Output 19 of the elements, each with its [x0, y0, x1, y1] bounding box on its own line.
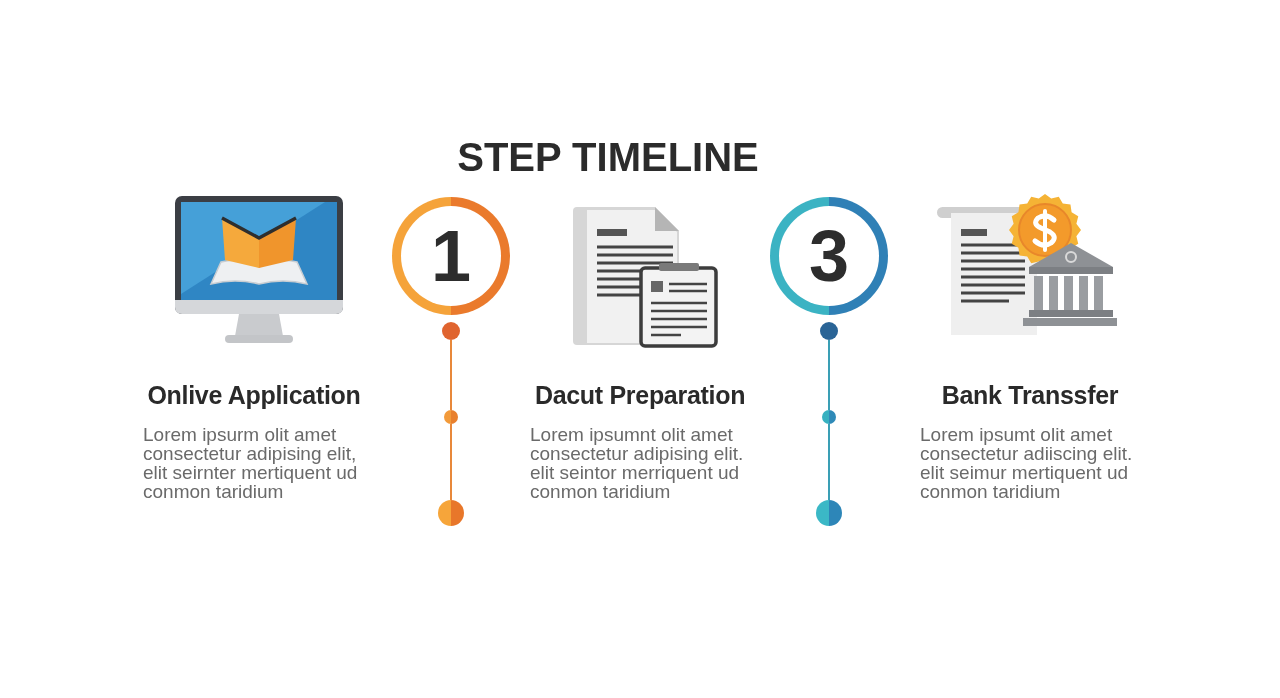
timeline-connector: [450, 339, 452, 411]
step-heading: Bank Transsfer: [940, 380, 1120, 410]
step-number: 3: [808, 220, 849, 292]
step-number: 1: [430, 220, 471, 292]
timeline-dot: [442, 322, 460, 340]
step-heading: Onlive Application: [146, 380, 362, 410]
step-description: Lorem ipsumnt olit amet consectetur adipising elit. elit seintor merriquent ud conmon taridium: [530, 425, 745, 501]
timeline-connector: [828, 339, 830, 411]
step-heading: Dacut Preparation: [533, 380, 747, 410]
timeline-dot: [822, 410, 836, 424]
step-description: Lorem ipsumt olit amet consectetur adiiscing elit. elit seimur mertiquent ud conmon taridium: [920, 425, 1134, 501]
timeline-dot: [820, 322, 838, 340]
timeline-dot: [438, 500, 464, 526]
timeline-dot: [444, 410, 458, 424]
diagram-title: STEP TIMELINE: [457, 134, 759, 180]
timeline-connector: [450, 423, 452, 501]
timeline-connector: [828, 423, 830, 501]
step-description: Lorem ipsurm olit amet consectetur adipising elit, elit seirnter mertiquent ud conmon taridium: [143, 425, 359, 501]
timeline-dot: [816, 500, 842, 526]
